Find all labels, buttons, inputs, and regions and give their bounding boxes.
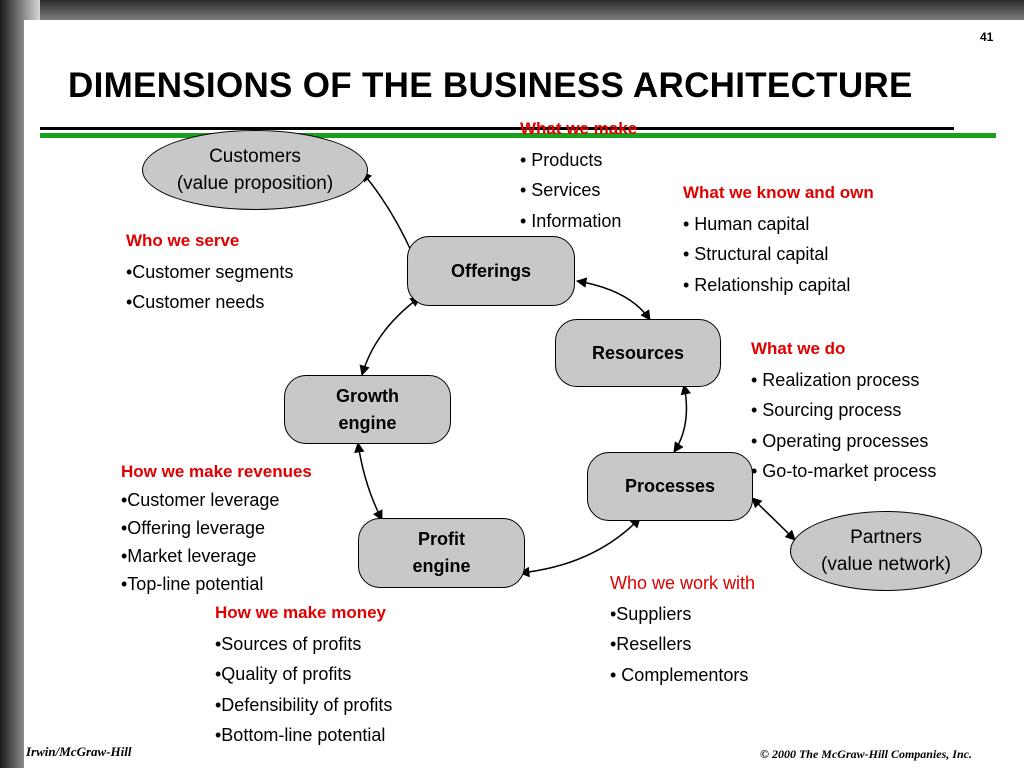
profit-engine-label: Profit engine xyxy=(412,529,471,576)
know-and-own-heading: What we know and own xyxy=(683,183,874,202)
list-item: •Customer needs xyxy=(126,292,265,312)
footer-publisher: Irwin/McGraw-Hill xyxy=(26,744,132,759)
title-rule-black xyxy=(40,127,954,130)
arrow-processes-partners xyxy=(751,497,796,541)
list-item: • Services xyxy=(520,180,601,200)
what-we-do-block: What we do • Realization process • Sourc… xyxy=(751,334,936,487)
list-item: •Defensibility of profits xyxy=(215,694,393,715)
list-item: • Operating processes xyxy=(751,430,929,451)
list-item: •Quality of profits xyxy=(215,664,352,684)
arrow-resources-processes xyxy=(673,383,691,453)
list-item: •Resellers xyxy=(610,634,692,654)
arrow-offerings-resources xyxy=(575,277,651,321)
list-item: •Sources of profits xyxy=(215,633,362,654)
make-money-block: How we make money •Sources of profits •Q… xyxy=(215,598,392,751)
arrow-growth-profit xyxy=(354,441,383,521)
list-item: •Offering leverage xyxy=(121,518,266,538)
customers-node: Customers (value proposition) xyxy=(142,130,368,210)
list-item: •Customer leverage xyxy=(121,490,280,510)
resources-label: Resources xyxy=(591,342,685,363)
know-and-own-block: What we know and own • Human capital • S… xyxy=(683,178,874,300)
customers-label: Customers (value proposition) xyxy=(176,146,334,194)
list-item: • Go-to-market process xyxy=(751,461,937,481)
title-rule-green xyxy=(40,133,996,138)
list-item: •Market leverage xyxy=(121,546,257,566)
what-we-do-heading: What we do xyxy=(751,339,846,358)
partners-node: Partners (value network) xyxy=(790,511,982,591)
who-we-serve-heading: Who we serve xyxy=(126,231,240,250)
arrow-offerings-growth xyxy=(359,296,421,377)
footer-copyright: © 2000 The McGraw-Hill Companies, Inc. xyxy=(760,747,972,761)
list-item: • Realization process xyxy=(751,369,920,390)
growth-engine-node: Growth engine xyxy=(284,375,451,444)
resources-node: Resources xyxy=(555,319,721,387)
list-item: • Products xyxy=(520,149,603,170)
what-we-make-heading: What we make xyxy=(520,119,638,138)
arrow-processes-profit xyxy=(518,517,641,578)
what-we-make-block: What we make • Products • Services • Inf… xyxy=(520,114,637,236)
list-item: •Bottom-line potential xyxy=(215,725,386,745)
list-item: • Relationship capital xyxy=(683,274,851,295)
offerings-node: Offerings xyxy=(407,236,575,306)
list-item: •Top-line potential xyxy=(121,574,264,594)
make-money-heading: How we make money xyxy=(215,603,387,622)
list-item: • Complementors xyxy=(610,664,749,685)
list-item: • Structural capital xyxy=(683,244,829,264)
make-revenues-heading: How we make revenues xyxy=(121,462,312,481)
profit-engine-node: Profit engine xyxy=(358,518,525,588)
processes-node: Processes xyxy=(587,452,753,521)
offerings-label: Offerings xyxy=(450,260,531,281)
growth-engine-label: Growth engine xyxy=(336,385,399,433)
who-we-serve-block: Who we serve •Customer segments •Custome… xyxy=(126,226,293,318)
work-with-heading: Who we work with xyxy=(610,573,756,593)
processes-label: Processes xyxy=(624,476,716,496)
make-revenues-block: How we make revenues •Customer leverage … xyxy=(121,458,312,598)
list-item: •Suppliers xyxy=(610,603,692,624)
list-item: •Customer segments xyxy=(126,261,294,282)
list-item: • Information xyxy=(520,210,622,231)
list-item: • Human capital xyxy=(683,213,810,234)
page-number: 41 xyxy=(980,30,994,44)
work-with-block: Who we work with •Suppliers •Resellers •… xyxy=(610,568,755,690)
list-item: • Sourcing process xyxy=(751,400,902,420)
partners-label: Partners (value network) xyxy=(821,527,951,575)
page-title: DIMENSIONS OF THE BUSINESS ARCHITECTURE xyxy=(68,66,913,105)
